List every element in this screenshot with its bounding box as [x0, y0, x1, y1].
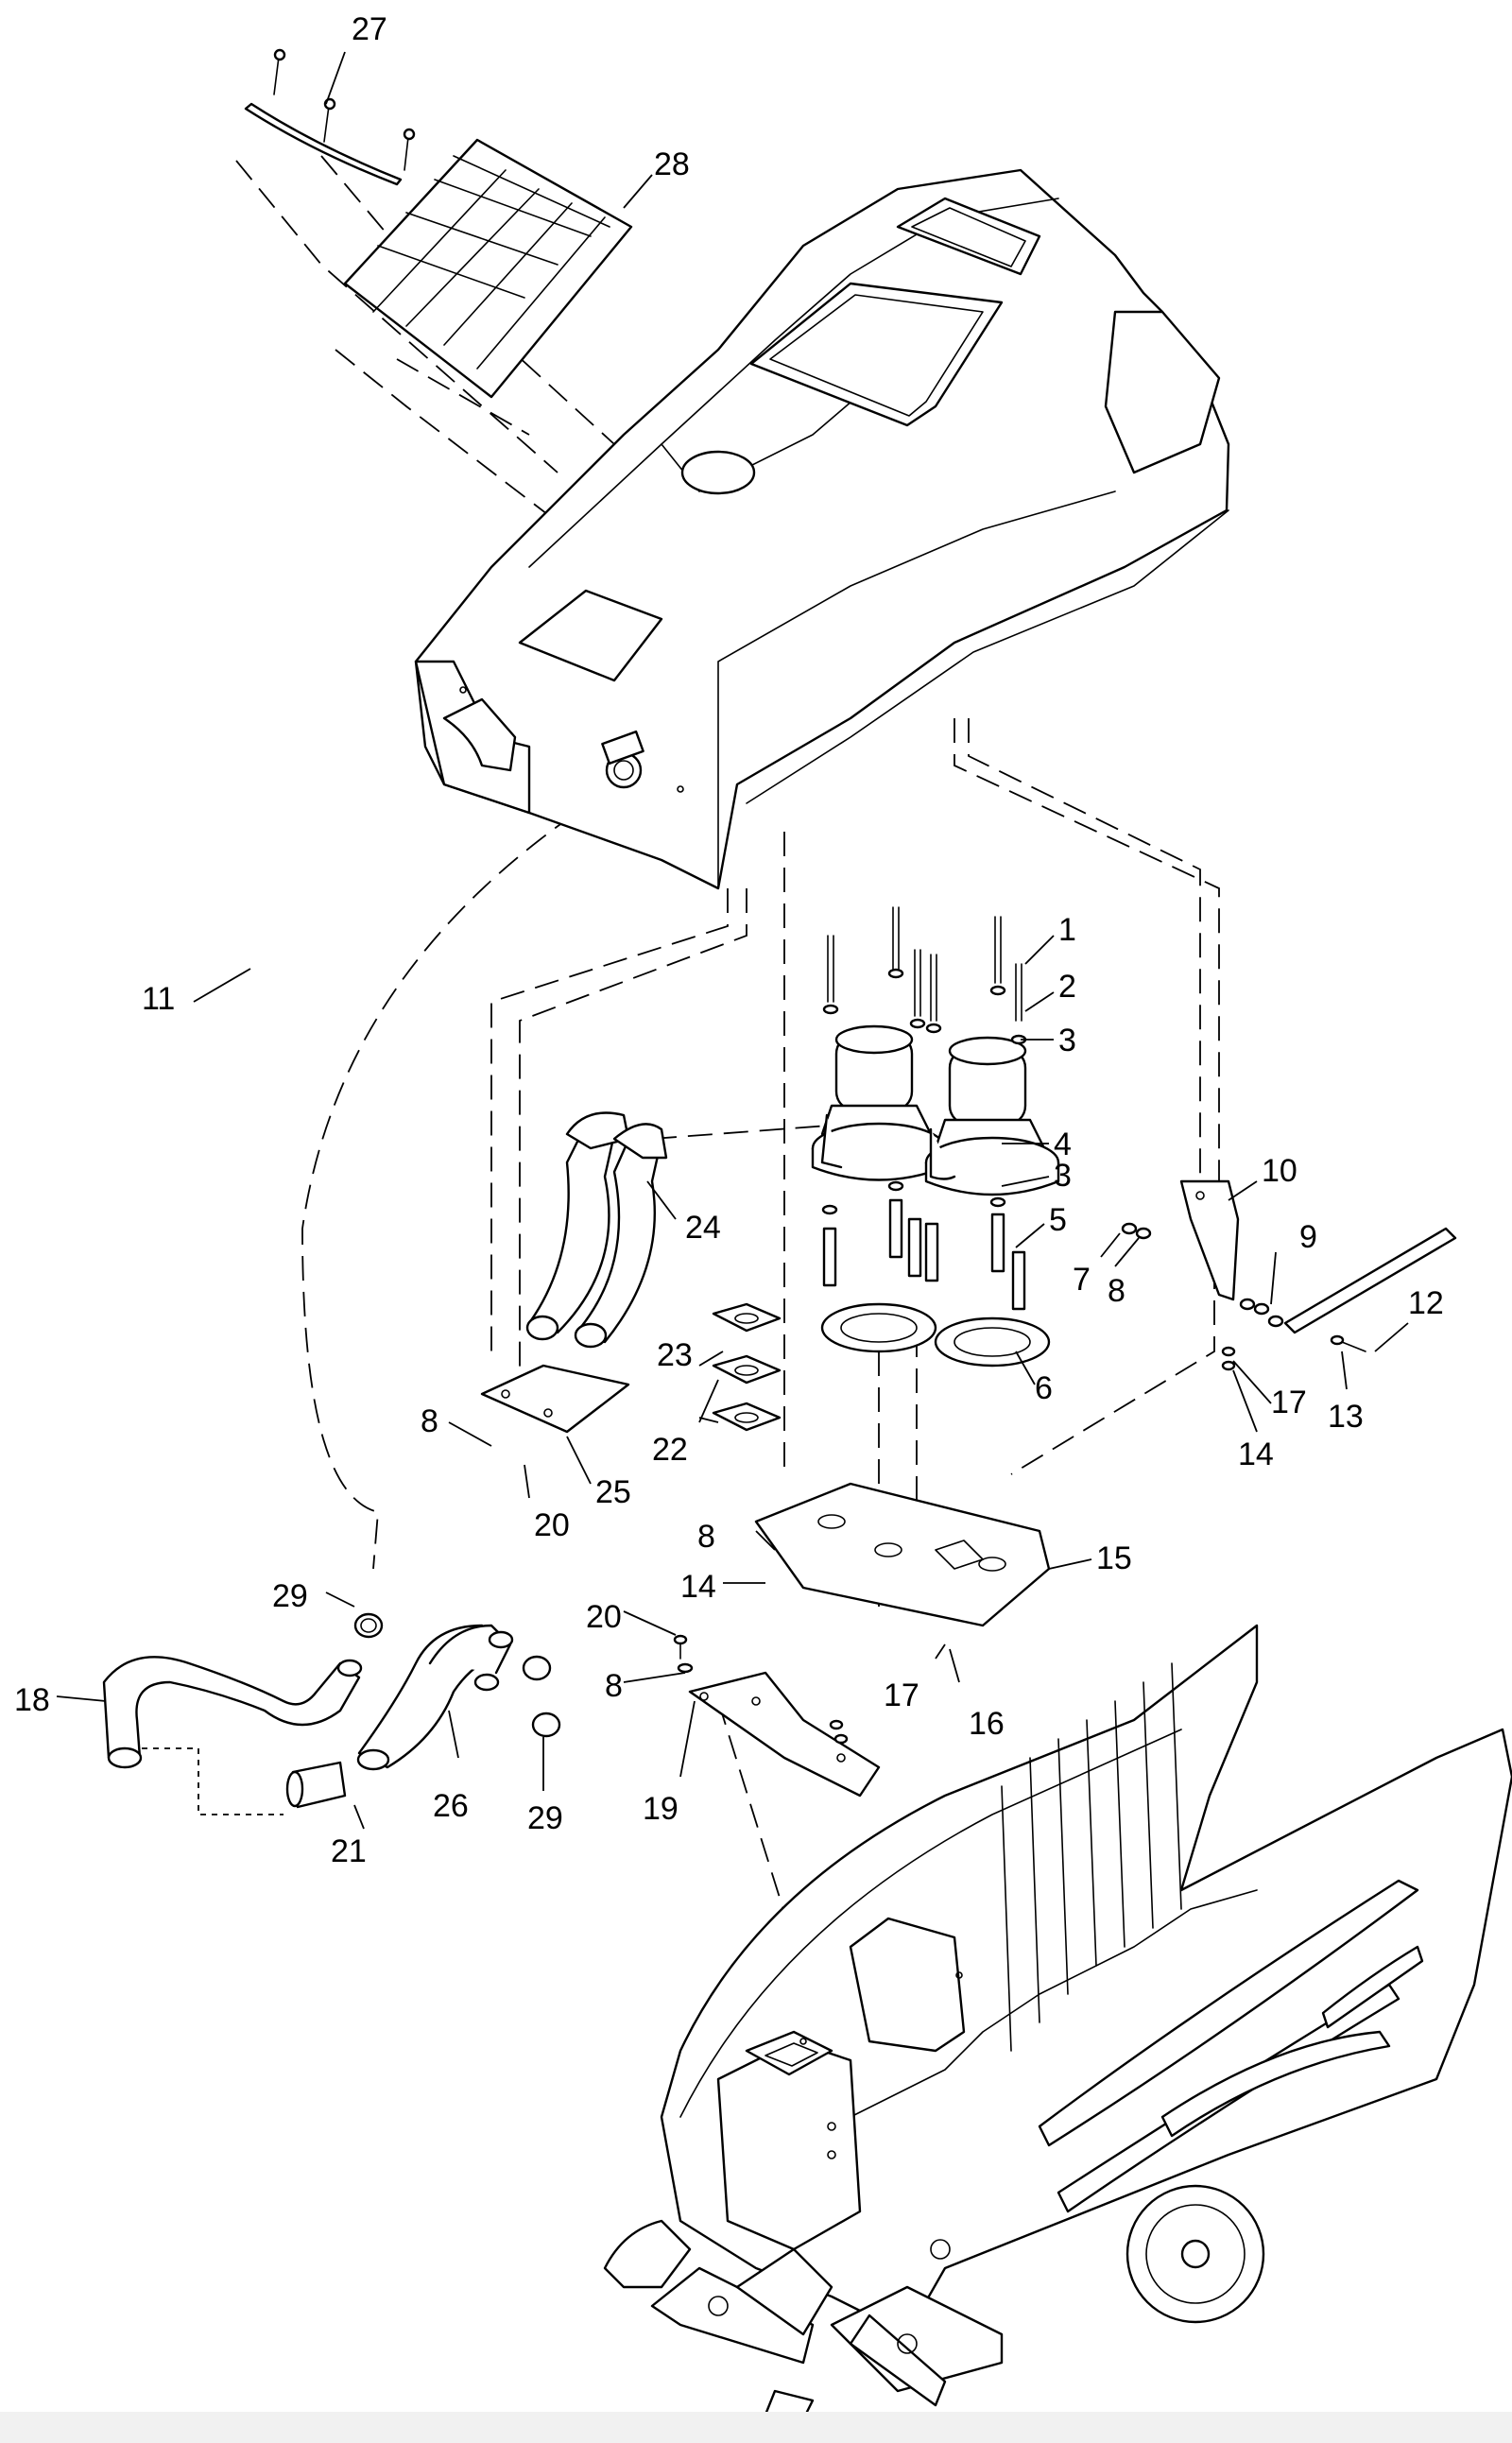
part-5-standoffs — [821, 1180, 1026, 1311]
part-25-plate — [480, 1364, 630, 1434]
callout-3: 3 — [1054, 1158, 1072, 1194]
part-11-strap — [244, 102, 403, 186]
callout-17: 17 — [1271, 1385, 1307, 1420]
callout-26: 26 — [433, 1788, 469, 1824]
callout-28: 28 — [654, 146, 690, 182]
callout-numbers: 1 2 3 3 4 5 6 7 8 8 8 8 9 10 11 12 13 14… — [14, 11, 1444, 1869]
callout-1: 1 — [1058, 912, 1076, 948]
callout-8: 8 — [1108, 1273, 1125, 1309]
part-15-motor-plate — [754, 1482, 1051, 1627]
part-6-gaskets — [820, 1302, 1051, 1368]
callout-16: 16 — [969, 1706, 1005, 1742]
callout-15: 15 — [1096, 1540, 1132, 1576]
top-cover-housing — [414, 168, 1230, 890]
callout-9: 9 — [1299, 1219, 1317, 1255]
callout-14: 14 — [1238, 1437, 1274, 1472]
part-10-bracket — [1179, 1179, 1240, 1301]
part-22-23-gaskets — [712, 1302, 782, 1432]
callout-24: 24 — [685, 1210, 721, 1246]
recovery-tank-body — [603, 1624, 1512, 2421]
callout-2: 2 — [1058, 969, 1076, 1005]
callout-10: 10 — [1262, 1153, 1297, 1189]
callout-8: 8 — [605, 1668, 623, 1704]
callout-5: 5 — [1049, 1202, 1067, 1238]
part-4-vacuum-motors — [811, 1024, 1060, 1196]
callout-11: 11 — [142, 981, 175, 1017]
callout-13: 13 — [1328, 1399, 1364, 1435]
part-21-coupler — [285, 1761, 347, 1809]
bottom-bar — [0, 2412, 1512, 2443]
part-27-screws — [273, 48, 416, 171]
callout-3: 3 — [1058, 1023, 1076, 1058]
part-18-hose — [102, 1656, 363, 1769]
callout-6: 6 — [1035, 1370, 1053, 1406]
part-28-screen-grid — [343, 138, 633, 399]
callout-21: 21 — [331, 1833, 367, 1869]
callout-23: 23 — [657, 1337, 693, 1373]
callout-20: 20 — [586, 1599, 622, 1635]
callout-27: 27 — [352, 11, 387, 47]
callout-18: 18 — [14, 1682, 50, 1718]
part-9-strap — [1121, 1222, 1457, 1371]
callout-22: 22 — [652, 1432, 688, 1468]
callout-4: 4 — [1054, 1127, 1072, 1162]
callout-7: 7 — [1073, 1262, 1091, 1298]
callout-8: 8 — [697, 1519, 715, 1555]
callout-12: 12 — [1408, 1285, 1444, 1321]
callout-29: 29 — [527, 1800, 563, 1836]
callout-19: 19 — [643, 1791, 679, 1827]
callout-25: 25 — [595, 1474, 631, 1510]
callout-leaders — [56, 51, 1409, 1830]
part-26-hose — [356, 1624, 514, 1771]
part-24-hoses — [525, 1111, 668, 1349]
part-1-bolts — [822, 906, 1027, 1045]
part-29-clamps — [353, 1612, 561, 1738]
callout-14: 14 — [680, 1569, 716, 1605]
callout-17: 17 — [884, 1677, 919, 1713]
part-19-bracket — [673, 1634, 881, 1798]
callout-20: 20 — [534, 1507, 570, 1543]
callout-8: 8 — [421, 1403, 438, 1439]
callout-29: 29 — [272, 1578, 308, 1614]
